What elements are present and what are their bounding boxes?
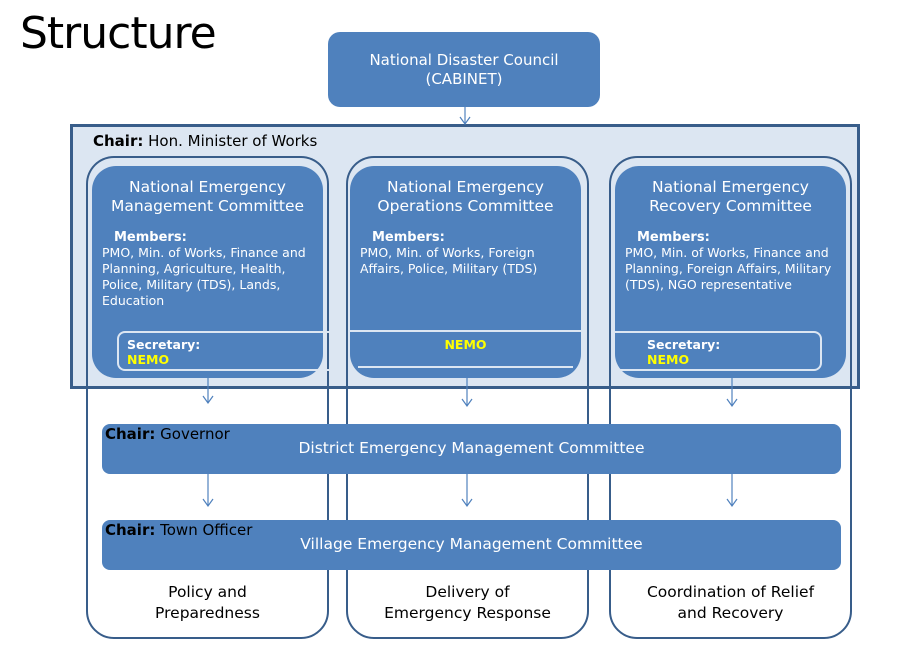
district-committee-title: District Emergency Management Committee [298,439,645,457]
committee-title: National Emergency Operations Committee [350,178,581,216]
function-line2: Emergency Response [384,604,551,622]
chair-label: Chair: [105,521,156,539]
village-chair: Chair: Town Officer [105,521,252,539]
function-line2: and Recovery [677,604,784,622]
council-name: National Disaster Council [369,50,559,69]
function-line1: Coordination of Relief [646,583,815,601]
arrow-council-to-national [459,107,471,126]
members-label: Members: [372,230,445,245]
secretary-label: Secretary: [127,337,201,352]
members-label: Members: [637,230,710,245]
committee-title-line1: National Emergency [652,178,809,196]
village-committee-box: Chair: Town Officer Village Emergency Ma… [102,520,841,570]
committee-title-line1: National Emergency [129,178,286,196]
members-list: PMO, Min. of Works, Foreign Affairs, Pol… [360,245,538,276]
divider [350,330,581,332]
district-chair: Chair: Governor [105,425,230,443]
committee-box-operations: National Emergency Operations Committee … [350,166,581,378]
committee-title: National Emergency Recovery Committee [615,178,846,216]
national-disaster-council-box: National Disaster Council (CABINET) [328,32,600,107]
secretary-label: Secretary: [647,337,721,352]
committee-title-line2: Management Committee [110,197,305,215]
chair-label: Chair: [93,132,144,150]
secretary-box: Secretary: NEMO [615,331,822,371]
secretary-value: NEMO [647,352,690,367]
council-subtitle: (CABINET) [425,69,503,88]
function-label-coordination: Coordination of Relief and Recovery [609,582,852,624]
divider [358,366,573,368]
national-chair: Chair: Hon. Minister of Works [93,132,317,150]
function-line2: Preparedness [155,604,260,622]
village-committee-title: Village Emergency Management Committee [300,535,643,553]
chair-value: Governor [160,425,230,443]
committee-box-recovery: National Emergency Recovery Committee Me… [615,166,846,378]
committee-title-line1: National Emergency [387,178,544,196]
column-outline-top-delivery [346,156,589,387]
committee-title: National Emergency Management Committee [92,178,323,216]
members-list: PMO, Min. of Works, Finance and Planning… [625,245,832,292]
committee-box-management: National Emergency Management Committee … [92,166,332,378]
district-committee-box: Chair: Governor District Emergency Manag… [102,424,841,474]
function-line1: Delivery of [425,583,510,601]
committee-title-line2: Recovery Committee [649,197,812,215]
chair-value: Hon. Minister of Works [148,132,318,150]
secretary-box: Secretary: NEMO [117,331,332,371]
function-label-delivery: Delivery of Emergency Response [346,582,589,624]
committee-title-line2: Operations Committee [377,197,554,215]
slide-title: Structure [20,8,217,59]
chair-label: Chair: [105,425,156,443]
function-line1: Policy and [168,583,247,601]
function-label-policy: Policy and Preparedness [86,582,329,624]
secretary-value: NEMO [127,352,170,367]
chair-value: Town Officer [160,521,253,539]
members-label: Members: [114,230,187,245]
column-outline-top-coordination [609,156,852,387]
secretary-value: NEMO [444,337,487,352]
column-outline-top-policy [86,156,329,387]
members-list: PMO, Min. of Works, Finance and Planning… [102,245,306,308]
